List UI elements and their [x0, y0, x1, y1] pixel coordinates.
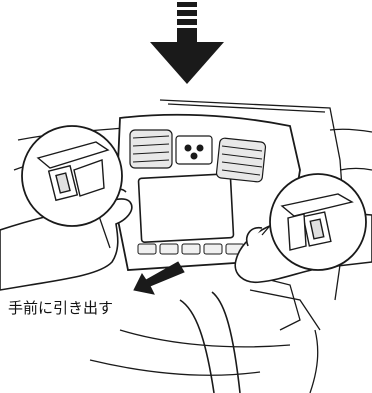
right-clip-detail-callout [261, 173, 367, 271]
pull-out-arrow-icon [133, 261, 185, 295]
right-clip-icon [280, 193, 354, 251]
pull-out-instruction-label: 手前に引き出す [6, 298, 116, 318]
left-clip-icon [36, 141, 110, 202]
left-clip-detail-callout [21, 125, 123, 249]
air-vent-grilles [129, 129, 267, 183]
panel-button-row [137, 243, 245, 255]
down-arrow-icon [150, 2, 224, 84]
display-screen [137, 172, 235, 244]
